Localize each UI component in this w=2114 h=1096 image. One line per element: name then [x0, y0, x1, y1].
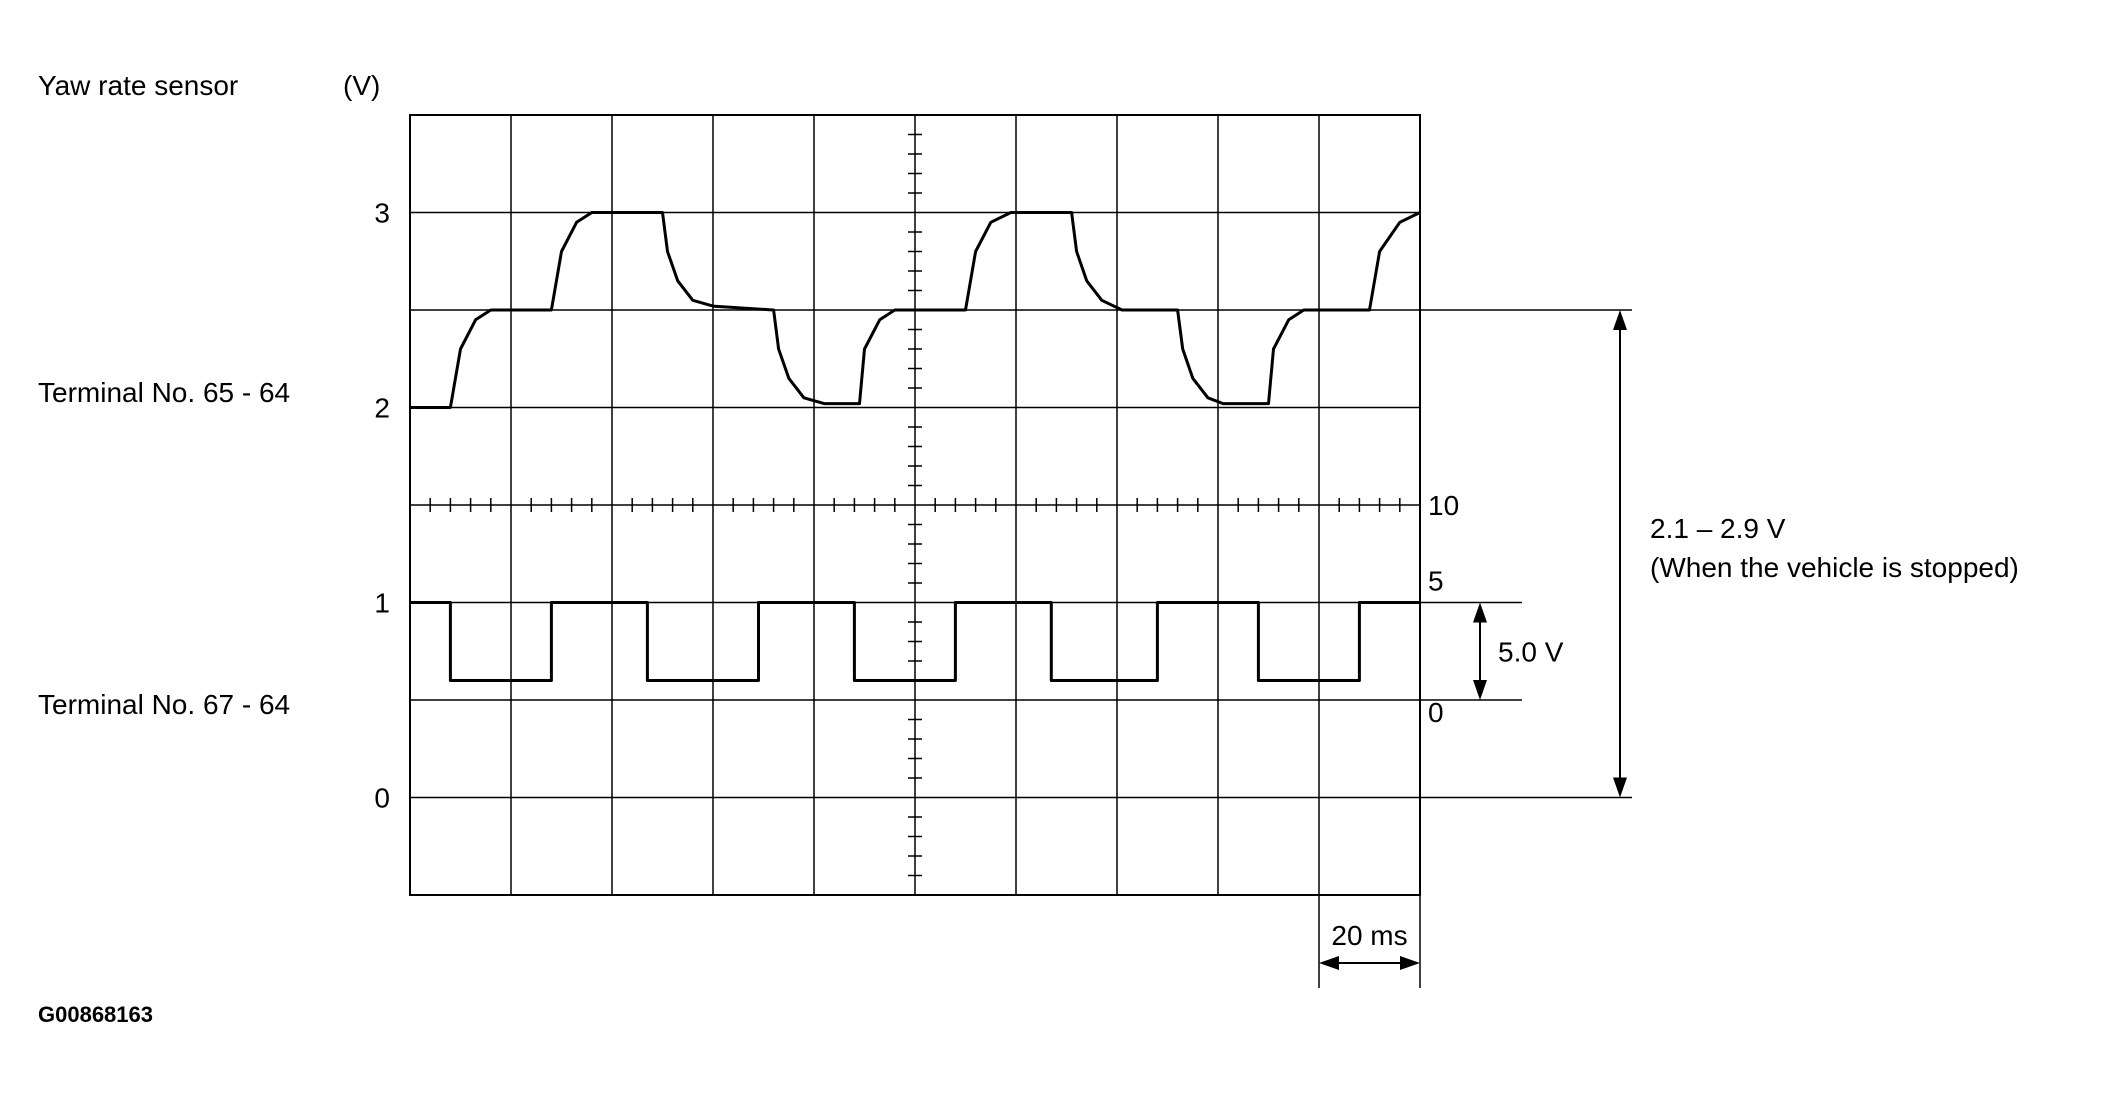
center-axis-ticks — [429, 133, 1401, 877]
arrow-head — [1613, 777, 1627, 798]
right-tick-label: 5 — [1428, 566, 1444, 597]
arrow-head — [1319, 956, 1339, 970]
time-per-div-label: 20 ms — [1331, 920, 1407, 951]
y-tick-label: 1 — [374, 588, 390, 619]
figure-id: G00868163 — [38, 1002, 153, 1027]
arrow-head — [1473, 602, 1487, 623]
y-tick-label: 2 — [374, 393, 390, 424]
right-tick-label: 10 — [1428, 490, 1459, 521]
sensor-title: Yaw rate sensor — [38, 70, 238, 101]
y-tick-label: 3 — [374, 198, 390, 229]
trace-terminal-67-64 — [410, 601, 1420, 682]
range-note-label: (When the vehicle is stopped) — [1650, 552, 2019, 583]
y-tick-labels: 0 1 2 3 — [374, 198, 390, 814]
y-tick-label: 0 — [374, 783, 390, 814]
signal-amplitude-label: 5.0 V — [1498, 636, 1564, 667]
dimension-arrows — [1319, 310, 1627, 970]
arrow-head — [1613, 310, 1627, 330]
arrow-head — [1400, 956, 1420, 970]
arrow-head — [1473, 680, 1487, 700]
channel-a-label: Terminal No. 65 - 64 — [38, 377, 290, 408]
right-tick-label: 0 — [1428, 697, 1444, 728]
channel-b-label: Terminal No. 67 - 64 — [38, 689, 290, 720]
trace-terminal-65-64 — [410, 211, 1421, 409]
waveform-traces — [410, 211, 1421, 682]
range-value-label: 2.1 – 2.9 V — [1650, 513, 1786, 544]
y-unit-label: (V) — [343, 70, 380, 101]
extension-lines — [1318, 309, 1632, 988]
right-tick-labels: 10 5 0 — [1428, 490, 1459, 728]
scope-grid — [409, 114, 1421, 896]
